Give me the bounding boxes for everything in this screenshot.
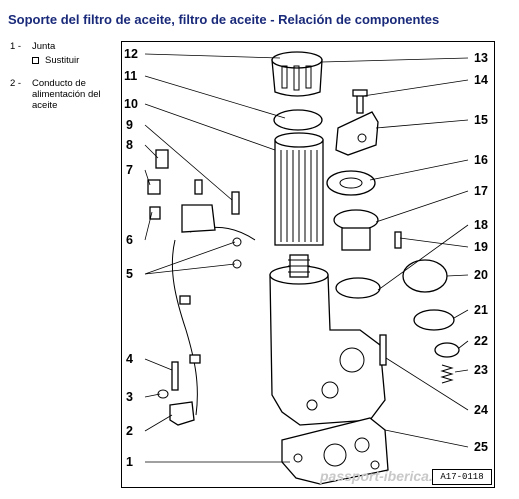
membrane-21 <box>413 309 455 331</box>
callout-24: 24 <box>474 403 488 417</box>
washer-22 <box>434 342 460 358</box>
callout-10: 10 <box>124 97 138 111</box>
figure-code: A17-0118 <box>432 469 492 485</box>
sensor-7 <box>147 179 161 195</box>
sensor-6 <box>149 206 161 220</box>
bolt-19 <box>394 231 402 249</box>
callouts-right: 13 14 15 16 17 18 19 20 21 22 23 24 25 <box>474 51 488 454</box>
callout-2: 2 <box>126 424 133 438</box>
callout-9: 9 <box>126 118 133 132</box>
o-ring-18 <box>335 277 381 299</box>
callout-7: 7 <box>126 163 133 177</box>
spring-23 <box>440 364 454 384</box>
legend-item-1: 1 - Junta <box>10 41 56 52</box>
o-ring-cap <box>273 109 323 131</box>
filter-housing <box>269 254 386 426</box>
callout-6: 6 <box>126 233 133 247</box>
legend-item-1-sub: Sustituir <box>8 55 118 66</box>
callout-22: 22 <box>474 334 488 348</box>
callout-20: 20 <box>474 268 488 282</box>
callout-17: 17 <box>474 184 488 198</box>
oil-pipe <box>171 226 256 416</box>
bolt-9 <box>231 191 240 215</box>
bracket-2 <box>169 401 195 426</box>
bolt-14 <box>352 89 368 114</box>
callout-1: 1 <box>126 455 133 469</box>
callout-19: 19 <box>474 240 488 254</box>
legend-item-2: 2 - Conducto de alimentación del aceite <box>10 78 101 111</box>
callout-16: 16 <box>474 153 488 167</box>
callout-15: 15 <box>474 113 488 127</box>
callout-13: 13 <box>474 51 488 65</box>
callout-8: 8 <box>126 138 133 152</box>
page-title: Soporte del filtro de aceite, filtro de … <box>8 12 440 27</box>
bolt-9b <box>194 179 203 195</box>
bolt-4 <box>171 361 179 391</box>
callout-23: 23 <box>474 363 488 377</box>
callouts-left: 12 11 10 9 8 7 6 5 4 3 2 1 <box>124 47 138 469</box>
cover-20 <box>402 259 448 293</box>
filter-element <box>274 132 324 246</box>
bolt-24 <box>379 334 387 366</box>
callout-18: 18 <box>474 218 488 232</box>
callout-12: 12 <box>124 47 138 61</box>
callout-4: 4 <box>126 352 133 366</box>
flange-block <box>181 204 216 233</box>
parts-legend: 1 - Junta Sustituir 2 - Conducto de alim… <box>8 41 118 114</box>
bullet-square-icon <box>32 57 39 64</box>
filter-cap <box>271 51 323 97</box>
valve-17 <box>333 209 379 251</box>
callout-3: 3 <box>126 390 133 404</box>
seal-16 <box>326 170 376 196</box>
washer-5a <box>232 237 242 247</box>
callout-21: 21 <box>474 303 488 317</box>
callout-25: 25 <box>474 440 488 454</box>
bracket-15 <box>335 111 379 156</box>
watermark: passport-iberica.com <box>320 468 462 484</box>
callout-11: 11 <box>124 69 137 83</box>
leader-lines <box>144 53 469 463</box>
callout-5: 5 <box>126 267 133 281</box>
callout-14: 14 <box>474 73 488 87</box>
sensor-8 <box>155 149 169 169</box>
gasket <box>281 417 389 485</box>
